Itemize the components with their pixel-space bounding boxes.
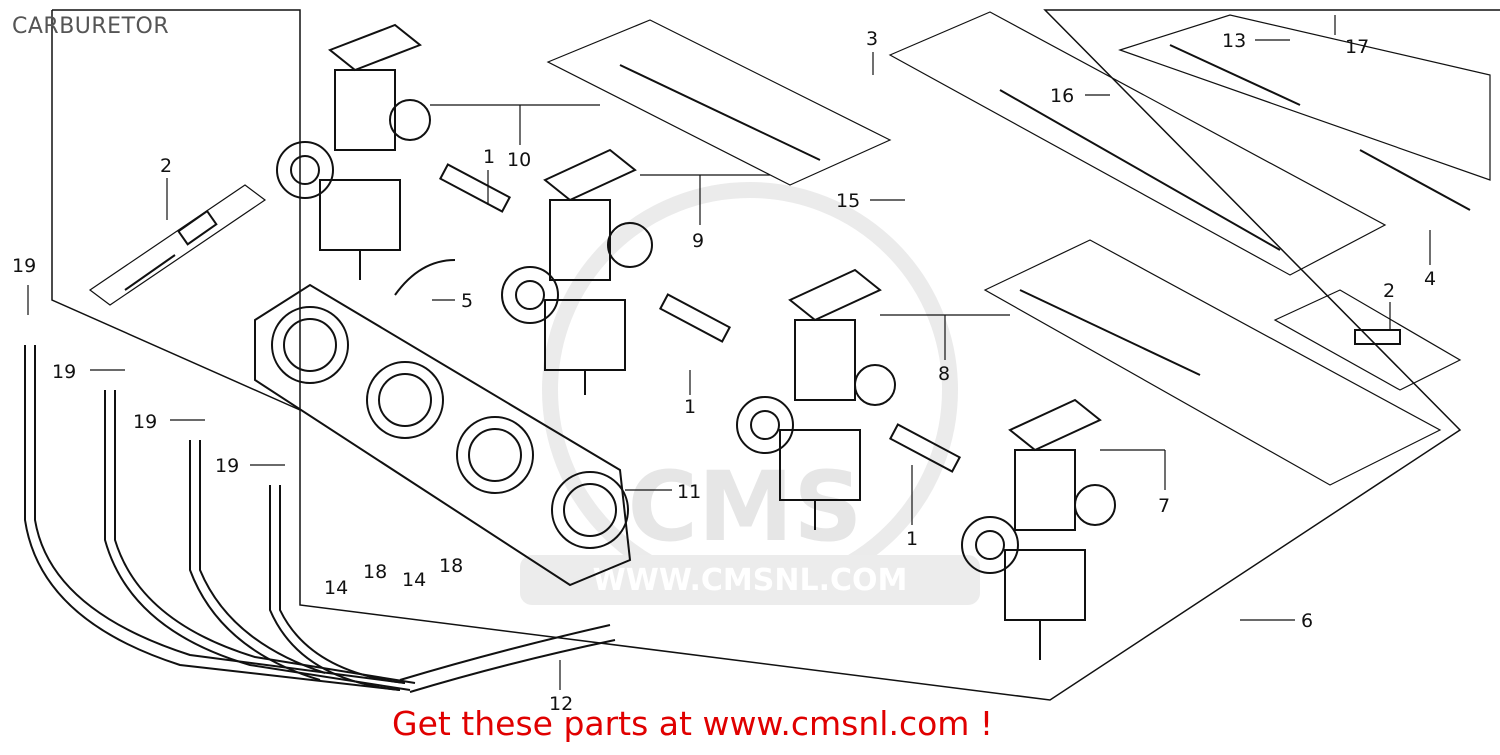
- callout-13: 13: [1222, 30, 1246, 52]
- leader-lines: [27, 15, 1431, 690]
- callout-15: 15: [836, 190, 860, 212]
- cta-link[interactable]: Get these parts at www.cmsnl.com !: [392, 704, 994, 743]
- callout-2b: 2: [1383, 280, 1395, 302]
- throttle-shafts: [619, 44, 1471, 376]
- callout-labels: 1 1 1 2 2 3 4 5 6 7 8 9 10 11 12 13 14 1…: [12, 28, 1436, 715]
- callout-1a: 1: [483, 146, 495, 168]
- assembly-outline-left: [51, 10, 301, 411]
- watermark-url-plate: [520, 555, 980, 605]
- assembly-outline: [52, 9, 1500, 701]
- callout-9: 9: [692, 230, 704, 252]
- watermark-brand: CMS: [627, 451, 862, 563]
- callout-19d: 19: [215, 455, 239, 477]
- intake-manifold: [254, 283, 632, 587]
- callout-1b: 1: [684, 396, 696, 418]
- connecting-pipes: [124, 163, 1401, 473]
- kit-box-7: [983, 239, 1442, 486]
- callout-18b: 18: [439, 555, 463, 577]
- callout-8: 8: [938, 363, 950, 385]
- callout-6: 6: [1301, 610, 1313, 632]
- callout-17: 17: [1345, 36, 1369, 58]
- callout-3: 3: [866, 28, 878, 50]
- callout-14b: 14: [402, 569, 426, 591]
- kit-box-2-left: [88, 184, 267, 306]
- callout-2a: 2: [160, 155, 172, 177]
- fuel-hoses: [24, 345, 616, 693]
- kit-box-9: [546, 19, 892, 186]
- kit-box-3: [888, 11, 1387, 276]
- watermark: CMS WWW.CMSNL.COM: [520, 182, 980, 605]
- carburetor-4: [961, 398, 1116, 660]
- watermark-url: WWW.CMSNL.COM: [593, 563, 908, 598]
- carburetor-3: [736, 268, 896, 530]
- callout-18a: 18: [363, 561, 387, 583]
- callout-10: 10: [507, 149, 531, 171]
- callout-1c: 1: [906, 528, 918, 550]
- callout-4: 4: [1424, 268, 1436, 290]
- carburetor-2: [501, 148, 653, 395]
- callout-12: 12: [549, 693, 573, 715]
- kit-box-2-right: [1273, 289, 1462, 391]
- callout-5: 5: [461, 290, 473, 312]
- callout-19c: 19: [133, 411, 157, 433]
- callout-14a: 14: [324, 577, 348, 599]
- callout-16: 16: [1050, 85, 1074, 107]
- callout-19a: 19: [12, 255, 36, 277]
- callout-19b: 19: [52, 361, 76, 383]
- callout-7: 7: [1158, 495, 1170, 517]
- kit-box-4: [1118, 14, 1491, 181]
- diagram-title: CARBURETOR: [12, 14, 170, 39]
- carburetor-1: [276, 23, 431, 280]
- callout-11: 11: [677, 481, 701, 503]
